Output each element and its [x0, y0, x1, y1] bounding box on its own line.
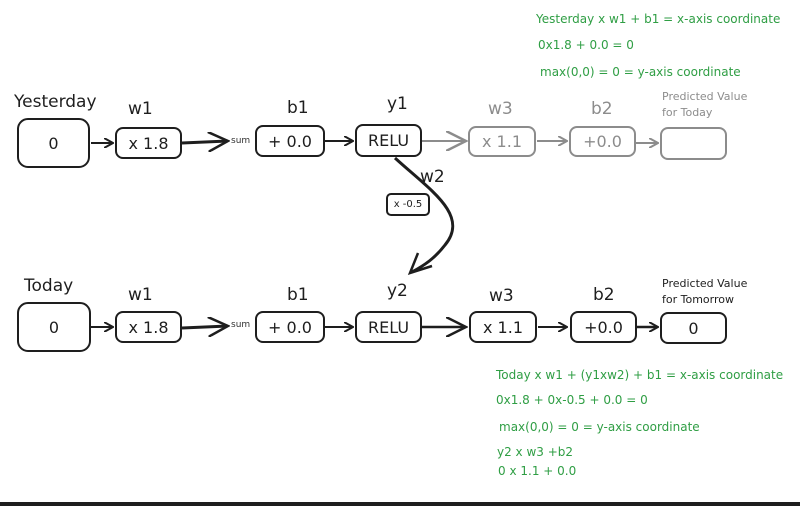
weight-w2-box: x -0.5 — [386, 193, 430, 216]
note-bottom-output-formula: y2 x w3 +b2 — [497, 445, 574, 459]
bias-b2-today-box: +0.0 — [570, 311, 637, 343]
label-predicted-tomorrow-line2: for Tomorrow — [662, 293, 734, 306]
arrow-y1-to-y2-head — [407, 252, 433, 275]
output-tomorrow-box: 0 — [660, 312, 727, 344]
label-predicted-today-line1: Predicted Value — [662, 90, 748, 103]
label-w3: w3 — [488, 99, 513, 119]
note-bottom-calc: 0x1.8 + 0x-0.5 + 0.0 = 0 — [496, 393, 648, 407]
label-w1-today: w1 — [128, 285, 153, 305]
weight-w1-today-box: x 1.8 — [115, 311, 182, 343]
arrow-y1-to-y2 — [393, 156, 455, 274]
note-top-formula: Yesterday x w1 + b1 = x-axis coordinate — [536, 12, 781, 26]
weight-w3-box: x 1.1 — [468, 126, 536, 157]
arrow-w1-to-sum — [181, 141, 228, 143]
label-b1: b1 — [287, 98, 309, 118]
label-w1: w1 — [128, 99, 153, 119]
weight-w3-today-box: x 1.1 — [469, 311, 537, 343]
note-bottom-output-calc: 0 x 1.1 + 0.0 — [498, 464, 577, 478]
bottom-edge-bar — [0, 502, 800, 506]
bias-b2-box: +0.0 — [569, 126, 636, 157]
label-b1-today: b1 — [287, 285, 309, 305]
note-bottom-formula: Today x w1 + (y1xw2) + b1 = x-axis coord… — [496, 368, 784, 382]
label-predicted-tomorrow-line1: Predicted Value — [662, 277, 748, 290]
label-today: Today — [24, 276, 74, 296]
bias-b1-today-box: + 0.0 — [255, 311, 325, 343]
label-w3-today: w3 — [489, 286, 514, 306]
note-bottom-relu: max(0,0) = 0 = y-axis coordinate — [499, 420, 700, 434]
input-yesterday-box: 0 — [17, 118, 90, 168]
output-today-box — [660, 127, 727, 160]
bias-b1-box: + 0.0 — [255, 125, 325, 157]
label-b2: b2 — [591, 99, 613, 119]
label-yesterday: Yesterday — [14, 92, 97, 112]
label-w2: w2 — [420, 167, 445, 187]
note-top-relu: max(0,0) = 0 = y-axis coordinate — [540, 65, 741, 79]
label-predicted-today-line2: for Today — [662, 106, 713, 119]
sum-label-today: sum — [231, 320, 251, 330]
label-y2: y2 — [387, 281, 408, 301]
label-predicted-today: Predicted Value for Today — [662, 89, 747, 121]
weight-w1-box: x 1.8 — [115, 127, 182, 159]
relu-y2-box: RELU — [355, 311, 422, 343]
label-b2-today: b2 — [593, 285, 615, 305]
note-top-calc: 0x1.8 + 0.0 = 0 — [538, 38, 634, 52]
label-y1: y1 — [387, 94, 408, 114]
input-today-box: 0 — [17, 302, 91, 352]
relu-y1-box: RELU — [355, 124, 422, 157]
arrow-w1-to-sum-2 — [181, 326, 228, 328]
label-predicted-tomorrow: Predicted Value for Tomorrow — [662, 276, 747, 308]
sum-label: sum — [231, 136, 251, 146]
